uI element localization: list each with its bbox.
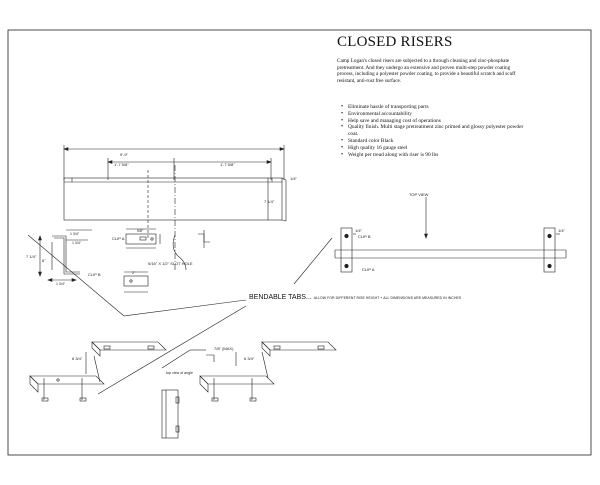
dim-overall-label: 9'-9" — [120, 152, 129, 157]
clip-b-left-label: CLIP B — [358, 234, 371, 239]
feature-item: Standard color Black — [340, 138, 530, 145]
top-view-label: TOP VIEW — [409, 192, 429, 197]
iso-bracket-left — [29, 341, 167, 402]
clip-a-dim-label: 5/8" — [137, 229, 144, 233]
feature-item: Quality finish. Multi stage pretreatment… — [340, 124, 530, 138]
slot-hole-label: 5/16" X 1/2" SLOT HOLE — [148, 261, 193, 266]
bendable-tabs-label: BENDABLE TABS... — [249, 294, 312, 301]
angle-90-detail — [161, 349, 215, 369]
dim-left-label: 1'-7 5/8" — [114, 162, 129, 167]
clip-b-top-label: CLIP A — [362, 267, 375, 272]
bendable-tabs-note: ALLOW FOR DIFFERENT RISE HEIGHT + ALL DI… — [313, 296, 462, 300]
dim-left-h-label: 7 1/4" — [26, 254, 37, 259]
dim-height-label: 7 1/4" — [264, 199, 275, 204]
clip-a-detail — [125, 228, 161, 249]
clip-b-detail — [123, 271, 149, 293]
iso-left-dim: 6 3/4" — [72, 356, 83, 361]
side-profile — [38, 229, 92, 282]
page-title: CLOSED RISERS — [337, 34, 453, 50]
bendable-tabs-callout: BENDABLE TABS... ALLOW FOR DIFFERENT RIS… — [249, 294, 461, 302]
feature-item: Help save and managing cost of operation… — [340, 118, 530, 125]
dim-right-side-label: 1/4" — [290, 176, 298, 181]
iso-right-dim: 6 3/4" — [244, 356, 255, 361]
bend-leaders — [27, 234, 247, 395]
feature-item: Environmental accountability — [340, 111, 530, 118]
product-description: Camp Logan's closed risers are subjected… — [337, 58, 516, 84]
feature-item: Weight per tread along with riser is 90 … — [340, 152, 530, 159]
dim-bottom-w-label: 1 3/4" — [56, 282, 66, 286]
dim-small-1-label: 1 3/4" — [70, 232, 80, 236]
front-elevation — [63, 145, 287, 271]
feature-item: High quality 16 gauge steel — [340, 145, 530, 152]
clip-b-right-dim: 1/4" — [558, 228, 566, 233]
angle-top-view — [161, 389, 180, 439]
dim-90-label: 7/8" (MAX) — [214, 346, 234, 351]
clip-b-left-dim: 1/4" — [355, 228, 363, 233]
feature-list: Eliminate hassle of transporting parts E… — [340, 104, 530, 158]
clip-a-label: CLIP A — [112, 236, 125, 241]
dim-small-2-label: 1 3/4" — [72, 241, 82, 245]
clip-bottom-label: CLIP B — [88, 272, 101, 277]
dim-clip-height-label: 6" — [42, 258, 46, 263]
angle-bracket-small — [198, 230, 210, 248]
iso-bracket-right — [199, 341, 337, 402]
feature-item: Eliminate hassle of transporting parts — [340, 104, 530, 111]
dim-right-label: 1'-7 5/8" — [220, 162, 235, 167]
sheet-border — [7, 29, 592, 456]
top-view-angle-label: top view of angle — [166, 371, 193, 375]
clip-b-dim-label: 2" — [132, 271, 136, 275]
top-view — [293, 197, 567, 285]
